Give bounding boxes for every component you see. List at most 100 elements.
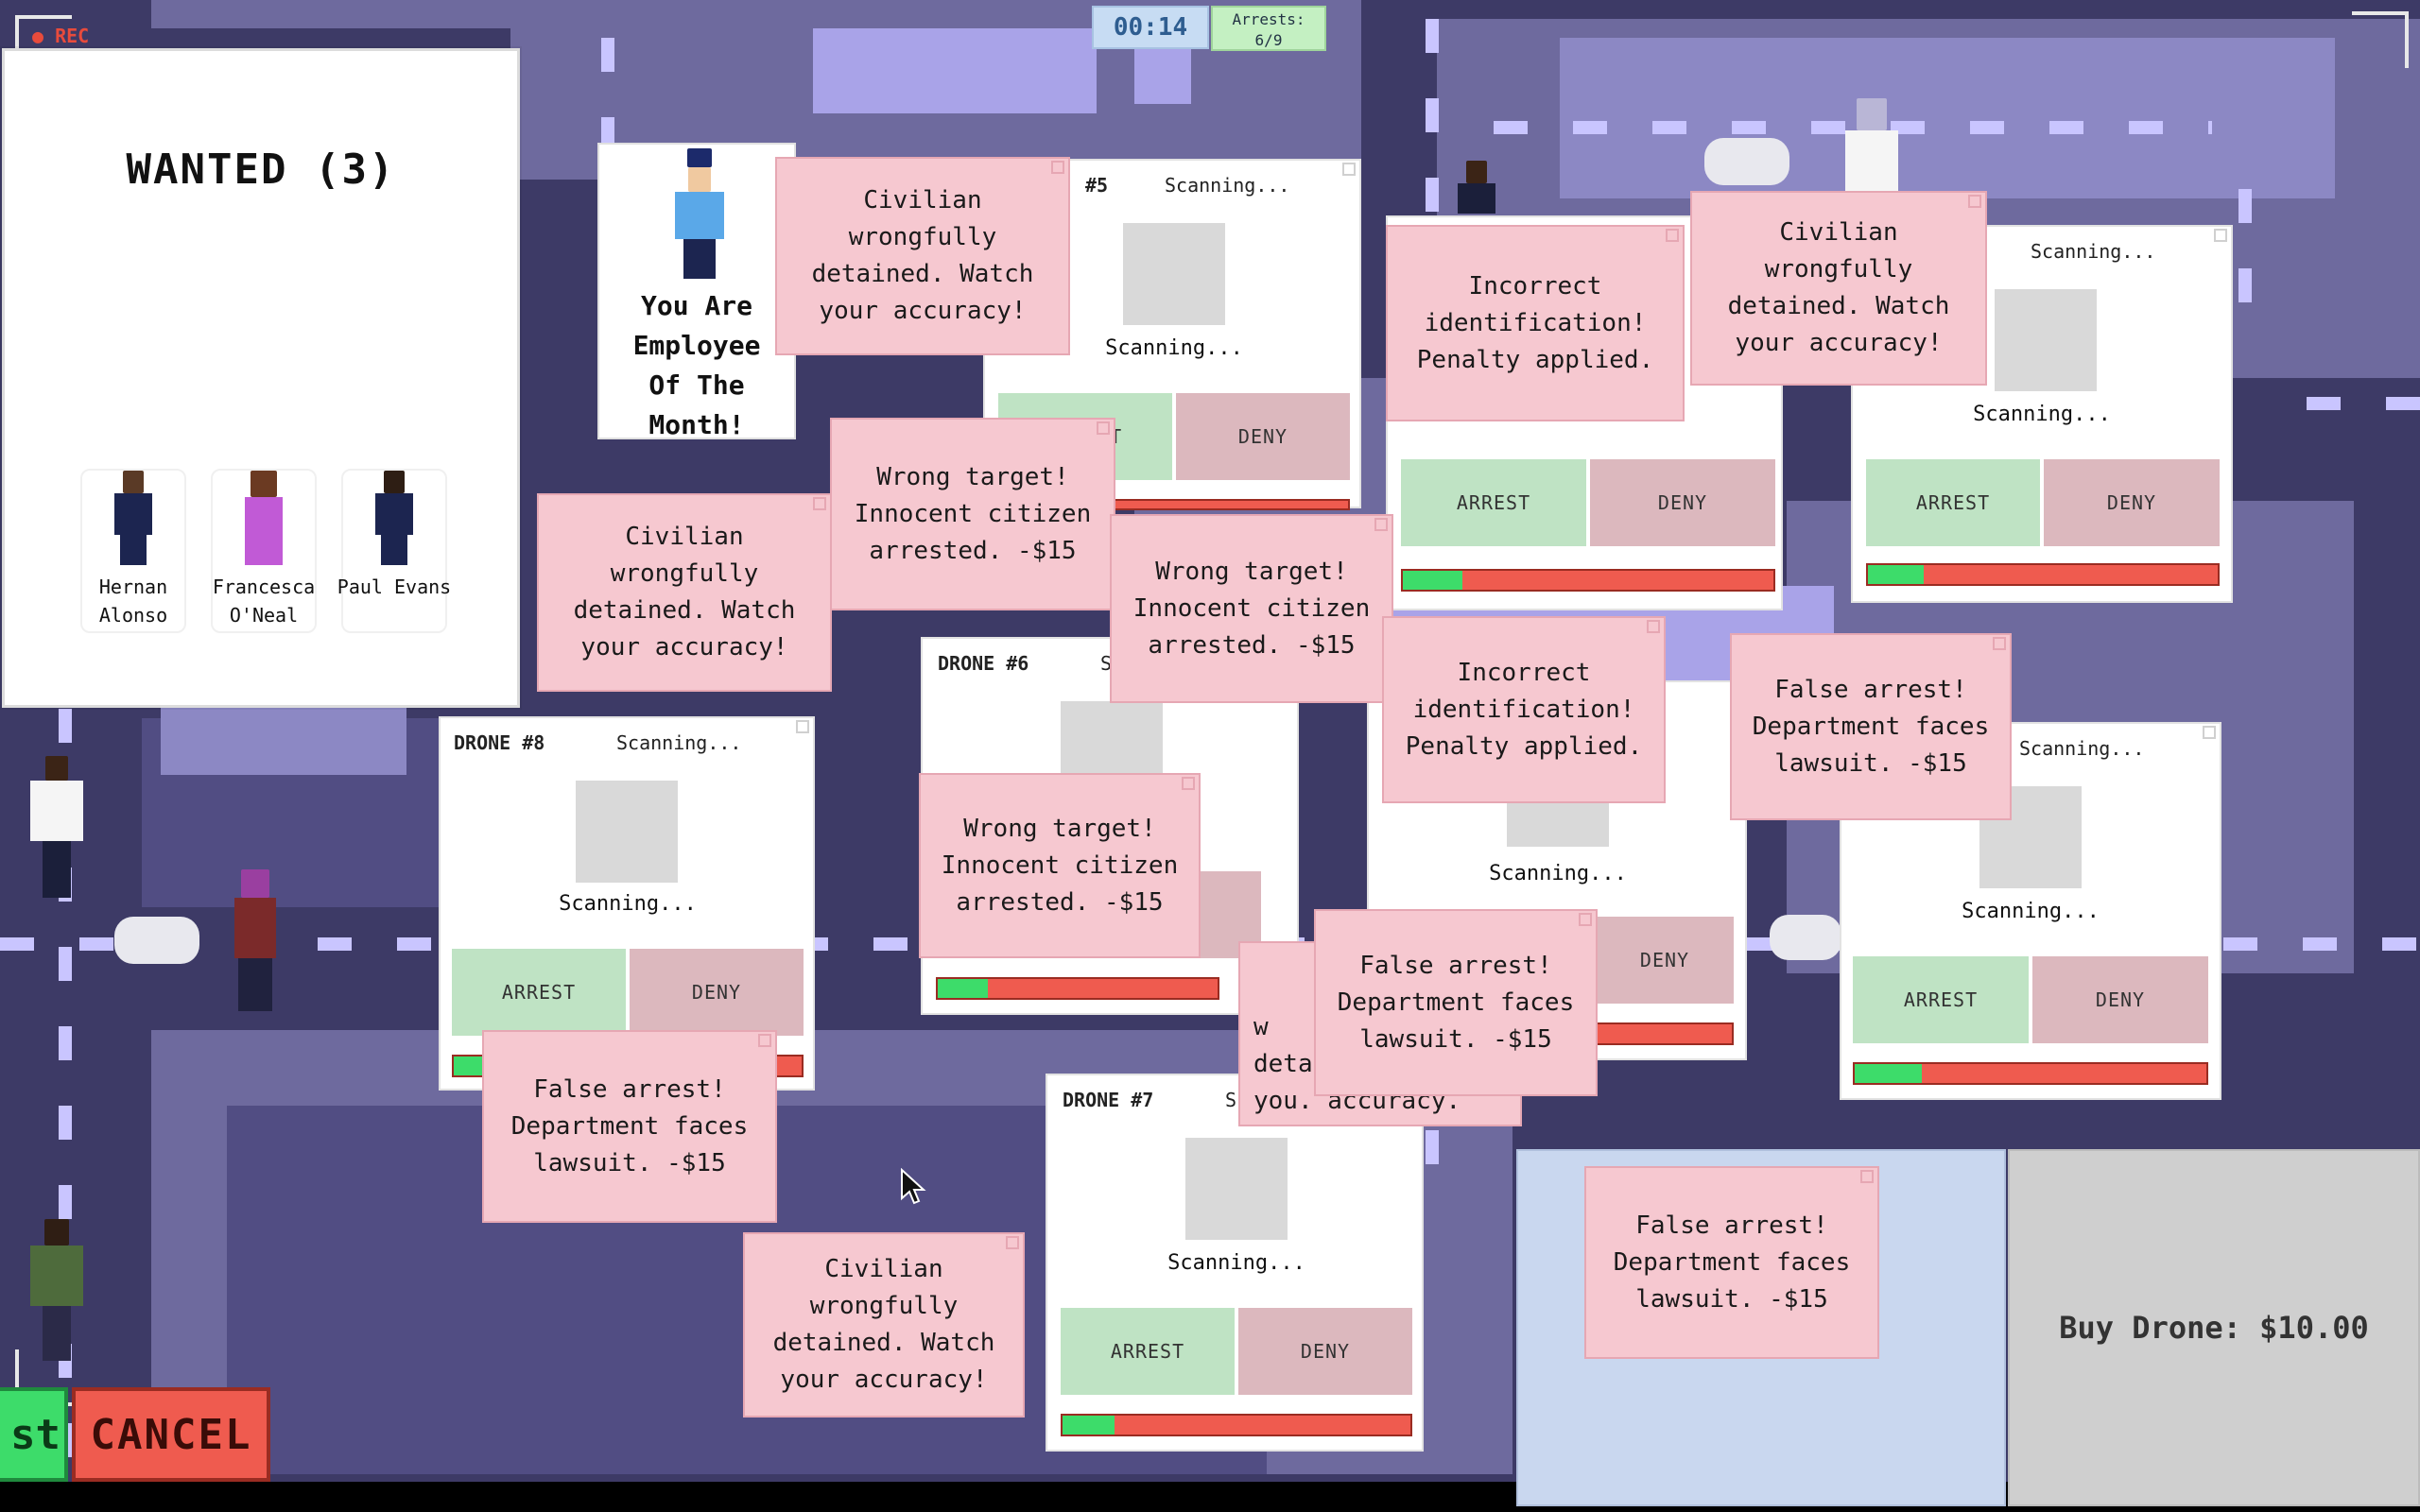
close-icon[interactable]	[1006, 1236, 1019, 1249]
pedestrian-scientist[interactable]	[1843, 98, 1900, 193]
scan-progress-bar	[1061, 1414, 1412, 1436]
drone-label: DRONE #6	[938, 652, 1029, 675]
progress-fill	[1403, 571, 1462, 590]
close-icon[interactable]	[1968, 195, 1981, 208]
scan-preview	[1185, 1138, 1288, 1240]
close-icon[interactable]	[796, 720, 809, 733]
building-windows	[813, 28, 1097, 113]
scan-progress-bar	[1853, 1062, 2208, 1085]
toast-incorrect-id: Incorrect identification! Penalty applie…	[1386, 225, 1685, 421]
toast-incorrect-id: Incorrect identification! Penalty applie…	[1382, 616, 1666, 803]
close-icon[interactable]	[1374, 518, 1388, 531]
progress-fill	[1063, 1416, 1115, 1435]
drone-status: Scanning...	[616, 731, 742, 754]
cancel-button[interactable]: CANCEL	[72, 1387, 270, 1482]
scan-preview	[576, 781, 678, 883]
toast-civilian: Civilian wrongfully detained. Watch your…	[537, 493, 832, 692]
close-icon[interactable]	[2214, 229, 2227, 242]
pedestrian-suit[interactable]	[1456, 161, 1497, 214]
close-icon[interactable]	[1051, 161, 1064, 174]
scan-text: Scanning...	[1962, 900, 2100, 923]
arrest-button[interactable]: ARREST	[1401, 459, 1586, 546]
road-marking	[2307, 397, 2420, 410]
pedestrian-purple-hat[interactable]	[227, 869, 284, 1011]
toast-civilian: Civilian wrongfully detained. Watch your…	[743, 1232, 1025, 1418]
arrest-button[interactable]: ARREST	[1866, 459, 2040, 546]
progress-fill	[1868, 565, 1925, 584]
toast-wrong-target: Wrong target! Innocent citizen arrested.…	[1110, 514, 1393, 703]
suspect-name: Paul Evans	[337, 576, 452, 598]
wanted-title: WANTED (3)	[126, 146, 396, 194]
deny-button[interactable]: DENY	[1596, 917, 1734, 1004]
rec-indicator: ● REC	[32, 25, 90, 47]
deny-button[interactable]: DENY	[630, 949, 804, 1036]
pigeon-icon	[112, 907, 202, 970]
drone-status: Scanning...	[2031, 240, 2156, 263]
scan-text: Scanning...	[1167, 1251, 1305, 1275]
police-officer-icon	[673, 148, 726, 279]
arrest-button[interactable]: ARREST	[1853, 956, 2029, 1043]
close-icon[interactable]	[1097, 421, 1110, 435]
employee-of-month-card: You Are Employee Of The Month!	[597, 143, 796, 440]
toast-civilian: Civilian wrongfully detained. Watch your…	[1690, 191, 1987, 386]
road-marking	[2238, 189, 2252, 340]
suspect-card[interactable]: Paul Evans	[337, 469, 451, 633]
road-marking	[1494, 121, 2212, 134]
toast-false-arrest: False arrest! Department faces lawsuit. …	[1730, 633, 2012, 820]
employee-message: You Are Employee Of The Month!	[632, 290, 761, 440]
progress-fill	[454, 1057, 486, 1075]
scan-text: Scanning...	[1489, 862, 1627, 885]
close-icon[interactable]	[1647, 620, 1660, 633]
toast-wrong-target: Wrong target! Innocent citizen arrested.…	[830, 418, 1115, 610]
timer: 00:14	[1092, 6, 1209, 49]
close-icon[interactable]	[758, 1034, 771, 1047]
close-icon[interactable]	[1993, 637, 2006, 650]
toast-false-arrest: False arrest! Department faces lawsuit. …	[1314, 909, 1598, 1096]
scan-text: Scanning...	[1105, 336, 1243, 360]
buy-drone-button[interactable]: Buy Drone: $10.00	[2008, 1149, 2420, 1506]
pedestrian-green[interactable]	[28, 1219, 85, 1361]
pigeon-icon	[1702, 138, 1792, 191]
drone-status: S	[1100, 652, 1113, 675]
mouse-cursor-icon	[901, 1168, 926, 1205]
deny-button[interactable]: DENY	[1176, 393, 1350, 480]
viewfinder-corner	[15, 15, 72, 72]
drone-status: S	[1225, 1089, 1237, 1111]
scan-text: Scanning...	[1973, 403, 2111, 426]
arrest-button[interactable]: ARREST	[1061, 1308, 1235, 1395]
close-icon[interactable]	[813, 497, 826, 510]
toast-false-arrest: False arrest! Department faces lawsuit. …	[482, 1030, 777, 1223]
close-icon[interactable]	[1860, 1170, 1874, 1183]
toast-false-arrest: False arrest! Department faces lawsuit. …	[1584, 1166, 1879, 1359]
pedestrian-doctor[interactable]	[28, 756, 85, 898]
drone-panel-8: DRONE #8 Scanning... Scanning... ARREST …	[439, 716, 815, 1091]
pigeon-icon	[1768, 909, 1843, 966]
deny-button[interactable]: DENY	[1238, 1308, 1412, 1395]
partial-green-button[interactable]: st	[0, 1387, 68, 1482]
close-icon[interactable]	[1342, 163, 1356, 176]
building-block	[1560, 38, 2335, 198]
deny-button[interactable]: DENY	[1590, 459, 1775, 546]
close-icon[interactable]	[1666, 229, 1679, 242]
drone-panel-b: Scanning... Scanning... ARREST DENY	[1851, 225, 2233, 603]
drone-panel-d: Scanning... Scanning... ARREST DENY	[1840, 722, 2221, 1100]
close-icon[interactable]	[2203, 726, 2216, 739]
deny-button[interactable]: DENY	[2032, 956, 2208, 1043]
progress-fill	[1855, 1064, 1922, 1083]
arrests-value: 6/9	[1254, 31, 1283, 49]
building-block	[161, 699, 406, 775]
close-icon[interactable]	[1579, 913, 1592, 926]
arrest-button[interactable]: ARREST	[452, 949, 626, 1036]
close-icon[interactable]	[1182, 777, 1195, 790]
scan-preview	[1995, 289, 2097, 391]
scan-text: Scanning...	[559, 892, 697, 916]
scan-preview	[1123, 223, 1225, 325]
scan-progress-bar	[936, 977, 1219, 1000]
drone-label: DRONE #8	[454, 731, 545, 754]
scan-progress-bar	[1401, 569, 1775, 592]
deny-button[interactable]: DENY	[2044, 459, 2220, 546]
